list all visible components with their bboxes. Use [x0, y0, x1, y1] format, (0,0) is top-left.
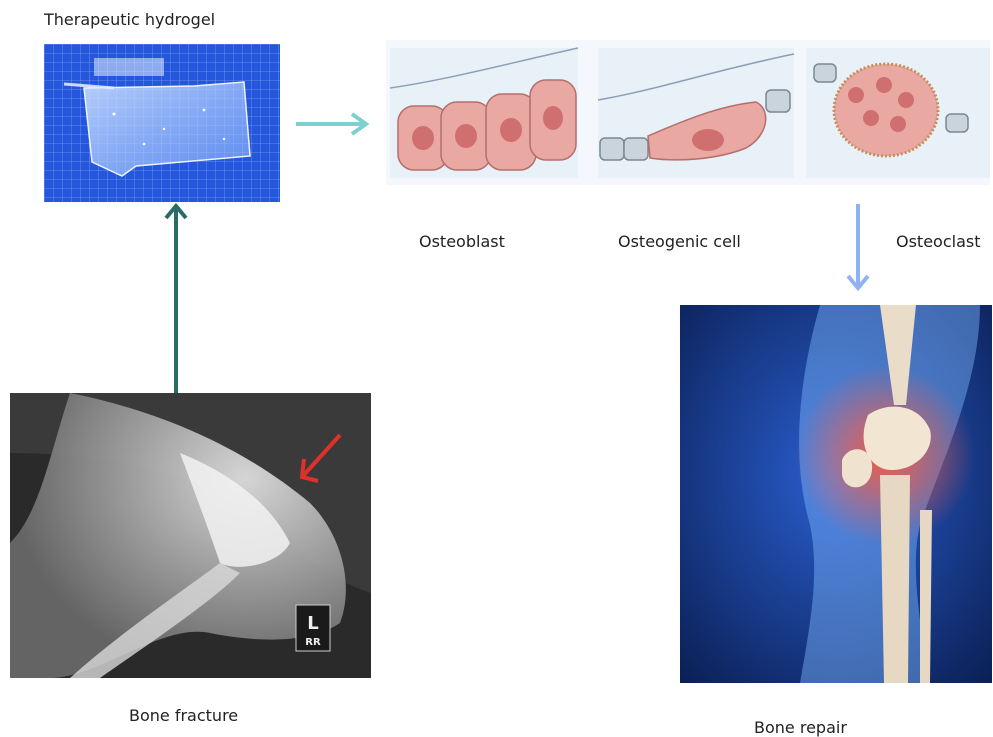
- bone-repair-image: [680, 305, 992, 683]
- cells-illustration: [386, 40, 990, 185]
- arrow-cells-to-repair: [846, 202, 870, 294]
- bone-fracture-xray: L RR: [10, 393, 371, 678]
- bone-repair-label: Bone repair: [754, 718, 847, 737]
- arrow-fracture-to-hydrogel: [164, 200, 188, 396]
- xray-marker-side: L: [307, 613, 318, 634]
- hydrogel-image: [44, 44, 280, 202]
- osteoclast-cells: [806, 48, 990, 178]
- osteoblast-label: Osteoblast: [419, 232, 505, 251]
- osteogenic-cell-label: Osteogenic cell: [618, 232, 741, 251]
- osteoblast-cells: [390, 48, 578, 178]
- bone-fracture-label: Bone fracture: [129, 706, 238, 725]
- arrow-hydrogel-to-cells: [294, 110, 372, 138]
- xray-marker-code: RR: [305, 637, 321, 648]
- hydrogel-label: Therapeutic hydrogel: [44, 10, 215, 29]
- osteogenic-cells: [598, 48, 794, 178]
- osteoclast-label: Osteoclast: [896, 232, 981, 251]
